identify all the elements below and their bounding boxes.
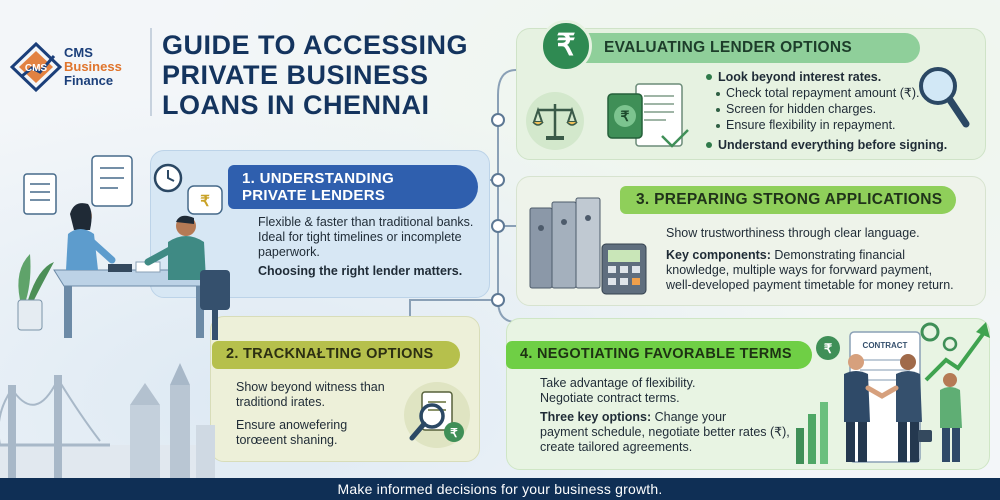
bullet-icon	[706, 142, 712, 148]
evaluating-point-1-text: Look beyond interest rates.	[718, 70, 882, 84]
brand-line-1: CMS	[64, 45, 93, 60]
rupee-icon: ₹	[540, 20, 592, 72]
brand-line-3: Finance	[64, 73, 114, 88]
logo-mark-text: CMS	[25, 63, 48, 74]
handshake-contract-illustration: CONTRACT ₹	[796, 322, 990, 464]
negotiating-key-rest: Change your	[651, 410, 727, 424]
footer-banner: Make informed decisions for your busines…	[0, 478, 1000, 500]
understanding-heading: 1. UNDERSTANDING PRIVATE LENDERS	[228, 165, 478, 209]
preparing-heading: 3. PREPARING STRONG APPLICATIONS	[620, 186, 956, 214]
meeting-rupee-text: ₹	[200, 193, 210, 210]
negotiating-key-label: Three key options:	[540, 410, 652, 424]
magnifier-icon	[919, 67, 970, 128]
tracking-rupee-text: ₹	[450, 426, 458, 440]
preparing-line-4: well-developed payment timetable for mon…	[666, 278, 954, 292]
understanding-heading-line-1: 1. UNDERSTANDING	[242, 170, 395, 187]
brand-line-2: Business	[64, 59, 122, 74]
page-title: GUIDE TO ACCESSING PRIVATE BUSINESS LOAN…	[162, 30, 502, 120]
title-line-3: LOANS IN CHENNAI	[162, 90, 430, 120]
tracking-line-3: Ensure anowefering	[236, 418, 348, 432]
logo-mark-icon: CMS	[10, 42, 62, 92]
negotiation-rupee-text: ₹	[824, 341, 833, 356]
bullet-icon	[706, 74, 712, 80]
understanding-line-3: paperwork.	[258, 245, 320, 259]
understanding-line-2: Ideal for tight timelines or incomplete	[258, 230, 462, 244]
evaluating-sub-1-text: Check total repayment amount (₹).	[726, 86, 920, 100]
preparing-key-rest: Demonstrating financial	[770, 248, 905, 262]
preparing-line-1: Show trustworthiness through clear langu…	[666, 226, 920, 240]
evaluating-point-2: Understand everything before signing.	[706, 137, 947, 153]
negotiating-heading: 4. NEGOTIATING FAVORABLE TERMS	[506, 341, 812, 369]
bullet-icon	[716, 124, 720, 128]
bullet-icon	[716, 92, 720, 96]
title-divider	[150, 28, 152, 116]
negotiating-line-2: Negotiate contract terms.	[540, 391, 680, 405]
understanding-heading-line-2: PRIVATE LENDERS	[242, 187, 386, 204]
brand-logo: CMS CMS Business Finance	[10, 40, 150, 95]
tracking-line-1: Show beyond witness than	[236, 380, 385, 394]
evaluating-point-2-text: Understand everything before signing.	[718, 138, 948, 152]
evaluating-sub-3: Ensure flexibility in repayment.	[716, 117, 896, 133]
evaluating-sub-2: Screen for hidden charges.	[716, 101, 876, 117]
binders-calculator-icon	[529, 197, 647, 295]
city-skyline-illustration	[0, 363, 215, 478]
title-line-2: PRIVATE BUSINESS	[162, 60, 429, 90]
title-line-1: GUIDE TO ACCESSING	[162, 30, 469, 60]
preparing-line-2: Key components: Demonstrating financial	[666, 248, 905, 263]
tracking-heading: 2. TRACKNAŁTING OPTIONS	[212, 341, 460, 369]
evaluating-sub-3-text: Ensure flexibility in repayment.	[726, 118, 896, 132]
magnifier-document-icon: ₹	[404, 382, 470, 448]
negotiating-line-3: Three key options: Change your	[540, 410, 726, 425]
understanding-line-1: Flexible & faster than traditional banks…	[258, 215, 474, 229]
document-rupee-text: ₹	[621, 108, 630, 124]
scales-icon	[526, 92, 584, 150]
evaluating-heading: EVALUATING LENDER OPTIONS	[560, 33, 920, 63]
meeting-illustration: ₹	[17, 155, 230, 340]
evaluating-point-1: Look beyond interest rates.	[706, 69, 881, 85]
understanding-line-4: Choosing the right lender matters.	[258, 264, 463, 278]
tracking-line-4: torœeent shaning.	[236, 433, 338, 447]
tracking-line-2: traditiond irates.	[236, 395, 325, 409]
evaluating-sub-2-text: Screen for hidden charges.	[726, 102, 877, 116]
brand-name: CMS Business Finance	[64, 46, 122, 88]
negotiating-line-5: create tailored agreements.	[540, 440, 693, 454]
negotiating-line-4: payment schedule, negotiate better rates…	[540, 425, 790, 439]
evaluating-sub-1: Check total repayment amount (₹).	[716, 85, 919, 101]
contract-label: CONTRACT	[863, 341, 908, 350]
document-money-icon: ₹	[607, 83, 689, 148]
negotiating-line-1: Take advantage of flexibility.	[540, 376, 696, 390]
preparing-line-3: knowledge, multiple ways for forvward pa…	[666, 263, 933, 277]
preparing-key-label: Key components:	[666, 248, 771, 262]
bullet-icon	[716, 108, 720, 112]
